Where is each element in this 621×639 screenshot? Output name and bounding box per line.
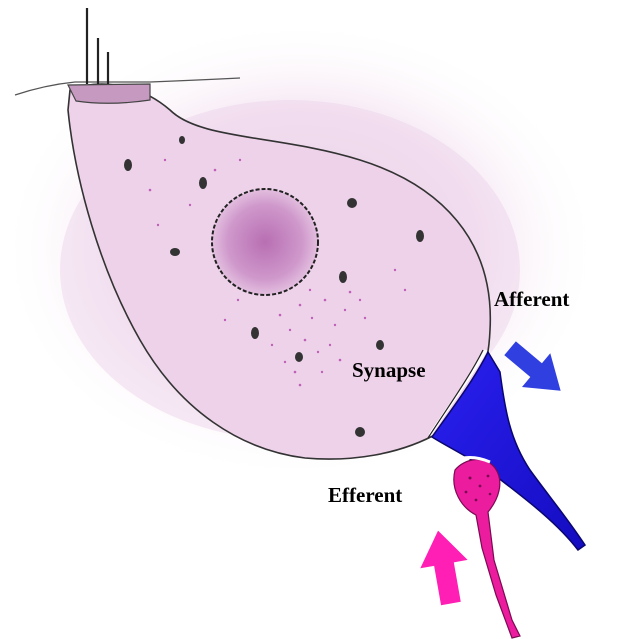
nucleus (212, 189, 318, 295)
afferent-label: Afferent (494, 289, 569, 310)
cuticular-plate (68, 84, 150, 103)
synapse-label: Synapse (352, 360, 426, 381)
stereocilia (87, 8, 108, 84)
efferent-arrow (414, 526, 474, 607)
efferent-label: Efferent (328, 485, 402, 506)
